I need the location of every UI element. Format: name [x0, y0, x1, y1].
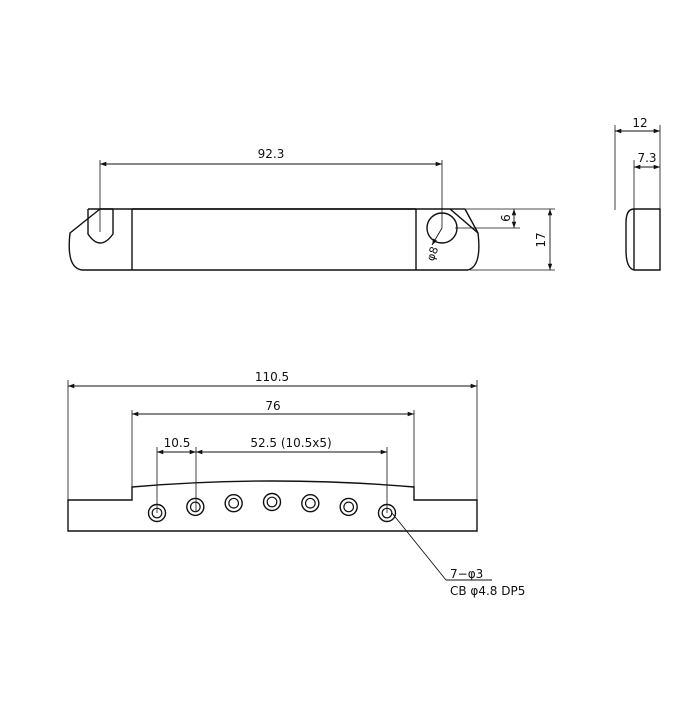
dim-end-height: 6 — [455, 208, 555, 229]
dim-overall-length: 110.5 — [67, 370, 478, 500]
hole-callout-line2: CB φ4.8 DP5 — [450, 584, 525, 598]
dim-hole-span: 52.5 (10.5x5) — [196, 436, 388, 513]
string-hole-bore — [343, 501, 355, 513]
dim-side-inner-width-label: 7.3 — [637, 151, 656, 165]
dim-overall-length-label: 110.5 — [255, 370, 289, 384]
dim-hole-pitch: 10.5 — [156, 436, 197, 513]
hole-callout-line1: 7−φ3 — [450, 567, 483, 581]
dim-hole-dia-label: φ8 — [424, 245, 441, 263]
dim-side-width: 12 — [614, 116, 661, 210]
side-view-body — [625, 208, 661, 271]
dim-slot-spacing-label: 92.3 — [258, 147, 285, 161]
string-hole-bore — [266, 496, 278, 508]
string-hole-bore — [304, 497, 316, 509]
dim-hole-pitch-label: 10.5 — [164, 436, 191, 450]
top-view — [67, 480, 478, 532]
front-view-body — [68, 208, 480, 271]
string-hole-bore — [228, 497, 240, 509]
front-view — [68, 208, 480, 271]
string-hole-bore — [189, 501, 201, 513]
dim-total-height: 17 — [470, 209, 555, 271]
dim-hole-span-label: 52.5 (10.5x5) — [250, 436, 331, 450]
dim-recess-length: 76 — [131, 399, 415, 500]
side-view — [625, 208, 661, 271]
dim-side-inner-width: 7.3 — [633, 151, 660, 209]
dim-slot-spacing: 92.3 — [99, 147, 443, 232]
left-string-slot — [87, 209, 114, 244]
hole-callout: 7−φ3 CB φ4.8 DP5 — [391, 512, 525, 598]
dim-total-height-label: 17 — [534, 232, 548, 247]
dim-side-width-label: 12 — [632, 116, 647, 130]
dim-end-height-label: 6 — [499, 214, 513, 222]
dim-hole-dia: φ8 — [424, 227, 443, 263]
dim-recess-length-label: 76 — [265, 399, 280, 413]
